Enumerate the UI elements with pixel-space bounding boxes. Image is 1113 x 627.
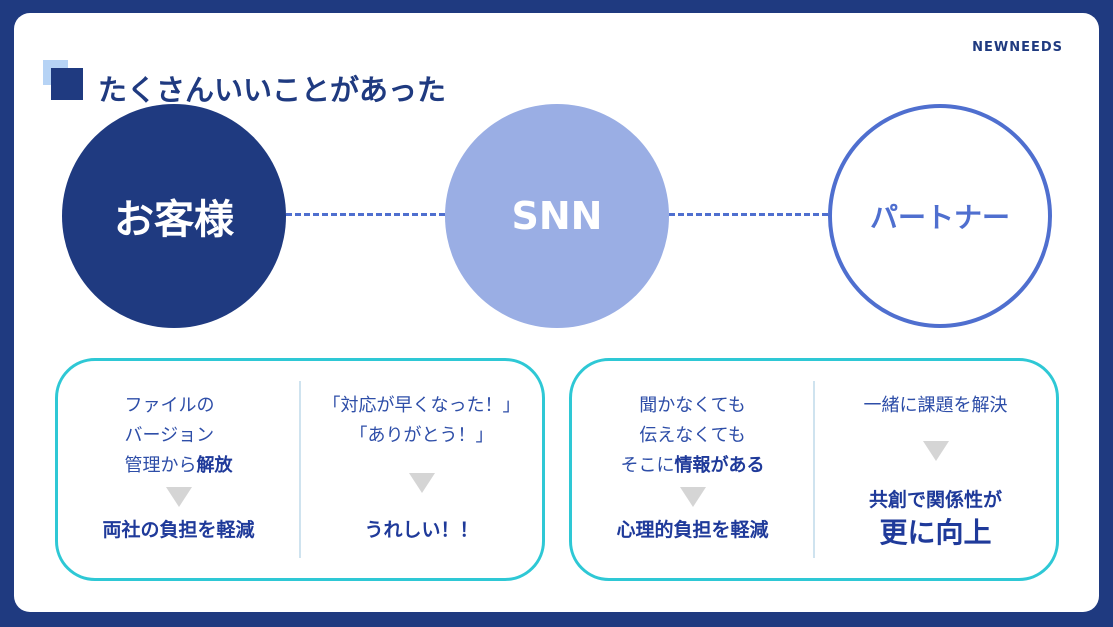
result-text: うれしい！！	[364, 519, 479, 541]
page-title: たくさんいいことがあった	[98, 73, 447, 107]
text-line: ファイルの	[124, 395, 215, 416]
circle-partner: パートナー	[828, 104, 1052, 328]
benefit-column: 聞かなくても 伝えなくても そこに情報がある 心理的負担を軽減	[572, 361, 813, 578]
result-text: 心理的負担を軽減	[616, 519, 769, 541]
title-accent-dark	[51, 68, 83, 100]
result-text: 両社の負担を軽減	[102, 519, 255, 541]
text-line: そこに	[620, 455, 675, 476]
text-line: 一緒に課題を解決	[863, 395, 1008, 416]
arrow-down-icon	[679, 487, 706, 507]
circle-customer: お客様	[62, 104, 286, 328]
text-line: 聞かなくても	[639, 395, 746, 416]
benefit-column: 一緒に課題を解決 共創で関係性が 更に向上	[815, 361, 1056, 578]
arrow-down-icon	[165, 487, 192, 507]
connector-customer-snn	[286, 213, 445, 216]
partner-benefits-box: 聞かなくても 伝えなくても そこに情報がある 心理的負担を軽減 一緒に課題を解決…	[569, 358, 1059, 581]
text-bold: 解放	[196, 455, 233, 476]
connector-snn-partner	[669, 213, 828, 216]
arrow-down-icon	[922, 441, 949, 461]
text-line: 「対応が早くなった！」	[322, 395, 521, 416]
benefit-column: 「対応が早くなった！」 「ありがとう！」 うれしい！！	[301, 361, 542, 578]
divider	[813, 381, 815, 558]
text-line: 「ありがとう！」	[349, 425, 494, 446]
text-line: 伝えなくても	[639, 425, 746, 446]
result-text: 共創で関係性が	[868, 489, 1002, 511]
brand-logo: NEWNEEDS	[972, 40, 1063, 55]
text-line: 管理から	[124, 455, 197, 476]
circle-snn: SNN	[445, 104, 669, 328]
arrow-down-icon	[408, 473, 435, 493]
result-text-large: 更に向上	[879, 516, 992, 549]
text-bold: 情報がある	[674, 455, 765, 476]
divider	[299, 381, 301, 558]
customer-benefits-box: ファイルの バージョン 管理から解放 両社の負担を軽減 「対応が早くなった！」 …	[55, 358, 545, 581]
benefit-column: ファイルの バージョン 管理から解放 両社の負担を軽減	[58, 361, 299, 578]
text-line: バージョン	[124, 425, 215, 446]
